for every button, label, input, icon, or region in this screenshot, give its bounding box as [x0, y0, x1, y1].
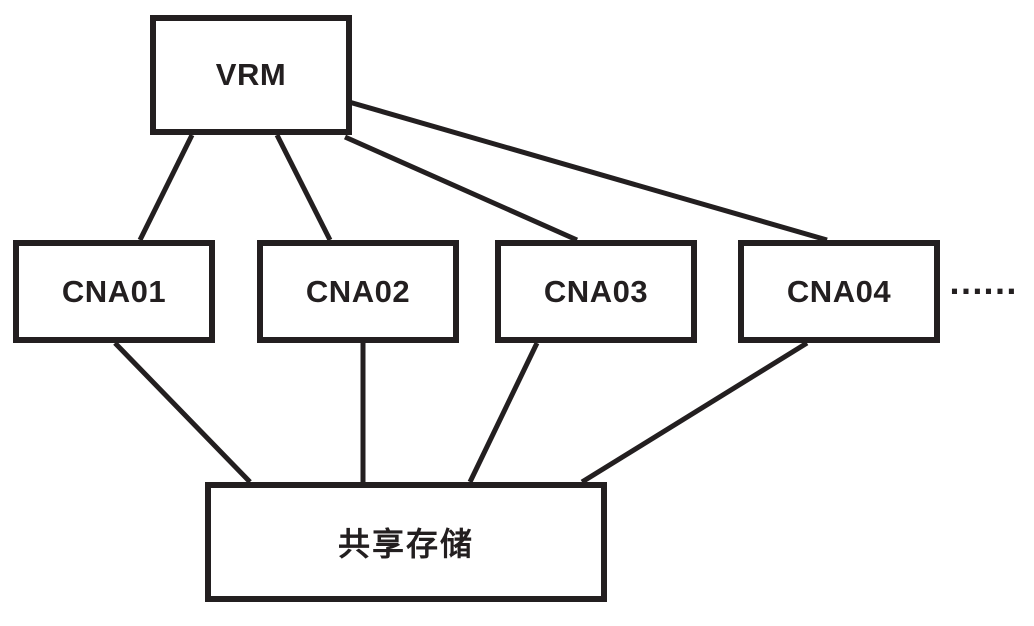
node-vrm-label: VRM	[215, 57, 287, 92]
node-cna01: CNA01	[13, 240, 215, 343]
node-cna04-label: CNA04	[786, 273, 892, 309]
node-shared-storage-label: 共享存储	[337, 526, 474, 562]
edge-vrm-cna04	[348, 99, 828, 243]
edge-cna04-storage	[580, 340, 809, 485]
node-cna01-label: CNA01	[61, 273, 167, 309]
edge-cna01-storage	[113, 341, 252, 484]
node-cna02: CNA02	[257, 240, 459, 343]
node-cna04: CNA04	[738, 240, 940, 343]
more-nodes-ellipsis: ……	[948, 261, 1018, 302]
node-shared-storage: 共享存储	[205, 482, 607, 602]
node-cna03-label: CNA03	[543, 273, 649, 309]
edge-cna03-storage	[467, 341, 540, 484]
node-cna03: CNA03	[495, 240, 697, 343]
edge-vrm-cna02	[274, 133, 333, 242]
node-vrm: VRM	[150, 15, 352, 135]
edge-vrm-cna01	[137, 133, 195, 242]
edge-vrm-cna03	[343, 134, 579, 243]
node-cna02-label: CNA02	[305, 273, 411, 309]
